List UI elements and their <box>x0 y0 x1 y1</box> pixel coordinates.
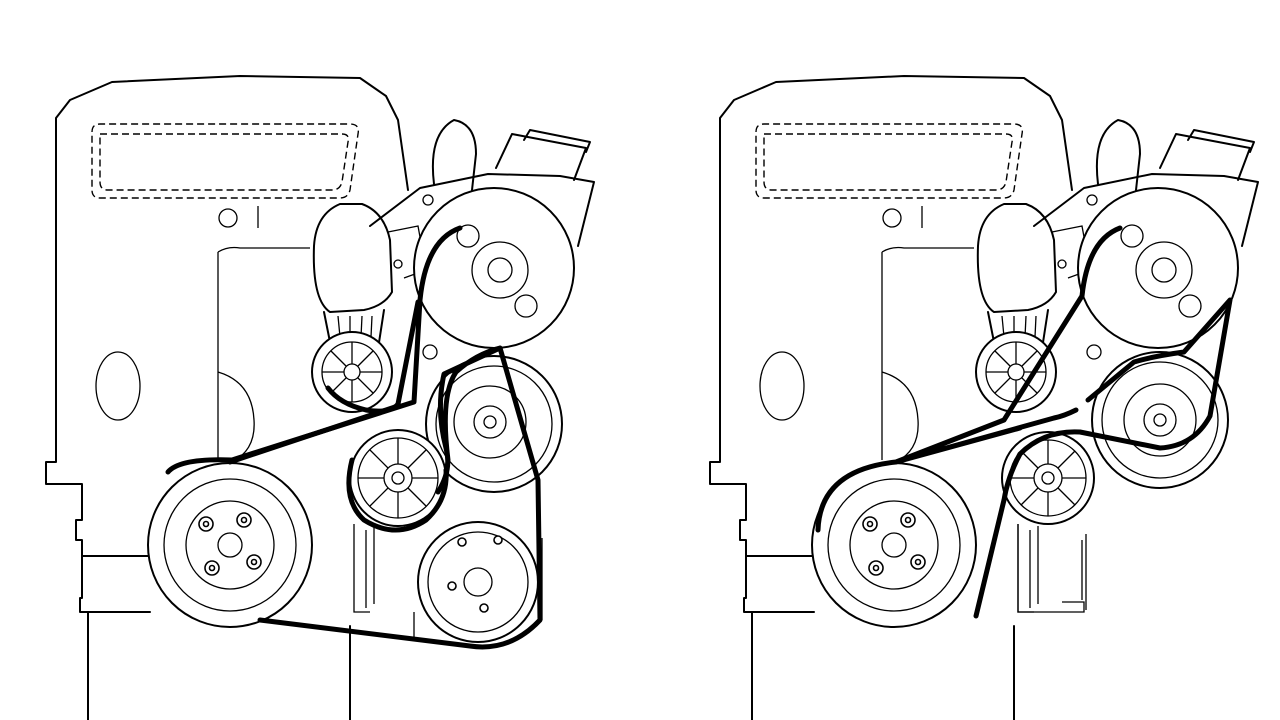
alternator-pulley-left <box>311 331 393 413</box>
left-panel <box>45 75 595 720</box>
drive-belt-right <box>815 225 1233 619</box>
right-panel <box>709 75 1259 720</box>
drive-belt-left <box>165 225 543 650</box>
drive-belt-left-lower <box>227 403 449 533</box>
water-pump-pulley-right <box>1091 351 1229 489</box>
water-pump-pulley-left <box>425 355 563 493</box>
alternator-pulley-right <box>975 331 1057 413</box>
idler-pulley-right <box>1001 431 1095 525</box>
lower-housing-right <box>1017 524 1087 613</box>
ac-compressor-pulley-left <box>413 521 543 643</box>
